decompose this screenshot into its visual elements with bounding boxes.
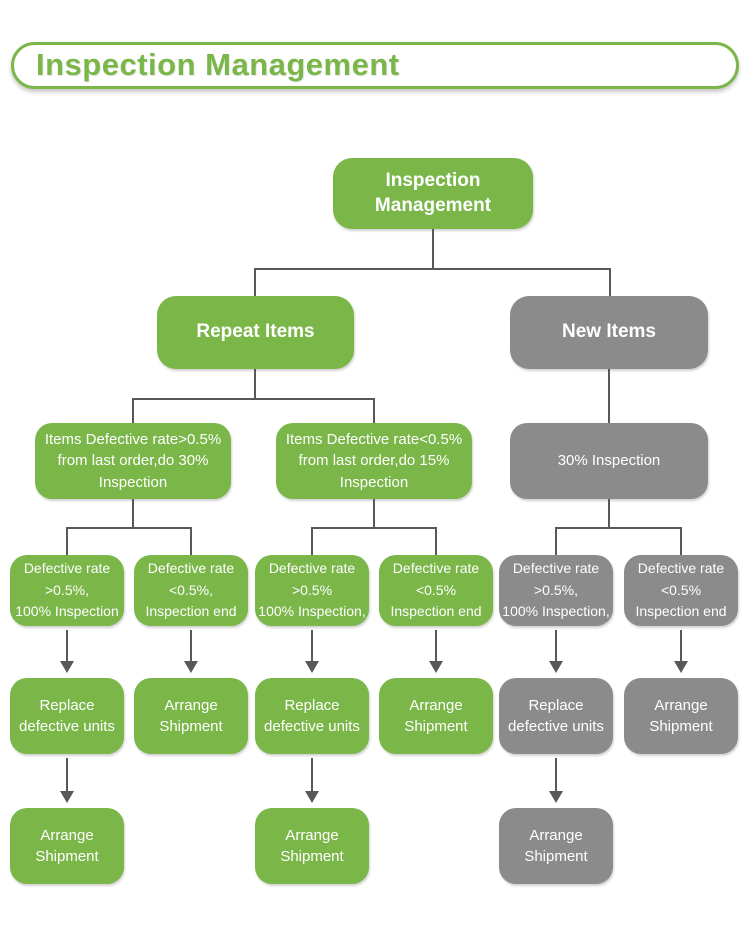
connector-line bbox=[132, 398, 134, 423]
arrow-line bbox=[680, 630, 682, 662]
node-defect-lt-inspection-end-1: Defective rate <0.5%, Inspection end bbox=[134, 555, 248, 626]
node-replace-defective-units-2: Replace defective units bbox=[255, 678, 369, 754]
node-repeat-low-defect-15-inspection: Items Defective rate<0.5% from last orde… bbox=[276, 423, 472, 499]
connector-line bbox=[435, 527, 437, 555]
arrow-head-icon bbox=[549, 661, 563, 673]
node-arrange-shipment-2: Arrange Shipment bbox=[379, 678, 493, 754]
arrow-head-icon bbox=[429, 661, 443, 673]
node-defect-gt-100-inspection-3: Defective rate >0.5%, 100% Inspection, bbox=[499, 555, 613, 626]
arrow-head-icon bbox=[184, 661, 198, 673]
arrow-line bbox=[435, 630, 437, 662]
arrow-line bbox=[190, 630, 192, 662]
arrow-head-icon bbox=[305, 661, 319, 673]
connector-line bbox=[680, 527, 682, 555]
arrow-line bbox=[311, 630, 313, 662]
node-defect-lt-inspection-end-2: Defective rate <0.5% Inspection end bbox=[379, 555, 493, 626]
arrow-line bbox=[66, 758, 68, 792]
connector-line bbox=[373, 499, 375, 527]
connector-line bbox=[254, 369, 256, 398]
arrow-head-icon bbox=[305, 791, 319, 803]
node-inspection-management: Inspection Management bbox=[333, 158, 533, 229]
connector-line bbox=[555, 527, 681, 529]
arrow-line bbox=[555, 758, 557, 792]
connector-line bbox=[66, 527, 68, 555]
node-repeat-items: Repeat Items bbox=[157, 296, 354, 369]
connector-line bbox=[608, 369, 610, 423]
header-banner bbox=[11, 42, 739, 89]
arrow-line bbox=[555, 630, 557, 662]
connector-line bbox=[254, 268, 611, 270]
node-defect-lt-inspection-end-3: Defective rate <0.5% Inspection end bbox=[624, 555, 738, 626]
connector-line bbox=[373, 398, 375, 423]
node-replace-defective-units-3: Replace defective units bbox=[499, 678, 613, 754]
page-title: Inspection Management bbox=[36, 47, 400, 82]
connector-line bbox=[132, 499, 134, 527]
connector-line bbox=[254, 268, 256, 296]
connector-line bbox=[132, 398, 375, 400]
connector-line bbox=[555, 527, 557, 555]
node-arrange-shipment-1: Arrange Shipment bbox=[134, 678, 248, 754]
node-arrange-shipment-3: Arrange Shipment bbox=[624, 678, 738, 754]
arrow-line bbox=[66, 630, 68, 662]
connector-line bbox=[609, 268, 611, 296]
connector-line bbox=[432, 229, 434, 268]
node-repeat-high-defect-30-inspection: Items Defective rate>0.5% from last orde… bbox=[35, 423, 231, 499]
arrow-head-icon bbox=[60, 791, 74, 803]
node-new-items: New Items bbox=[510, 296, 708, 369]
arrow-head-icon bbox=[549, 791, 563, 803]
node-arrange-shipment-final-3: Arrange Shipment bbox=[499, 808, 613, 884]
node-defect-gt-100-inspection-2: Defective rate >0.5% 100% Inspection, bbox=[255, 555, 369, 626]
node-new-30-inspection: 30% Inspection bbox=[510, 423, 708, 499]
connector-line bbox=[608, 499, 610, 527]
arrow-head-icon bbox=[674, 661, 688, 673]
arrow-line bbox=[311, 758, 313, 792]
node-arrange-shipment-final-2: Arrange Shipment bbox=[255, 808, 369, 884]
connector-line bbox=[311, 527, 437, 529]
node-defect-gt-100-inspection-1: Defective rate >0.5%, 100% Inspection bbox=[10, 555, 124, 626]
connector-line bbox=[190, 527, 192, 555]
connector-line bbox=[311, 527, 313, 555]
arrow-head-icon bbox=[60, 661, 74, 673]
node-arrange-shipment-final-1: Arrange Shipment bbox=[10, 808, 124, 884]
connector-line bbox=[66, 527, 192, 529]
node-replace-defective-units-1: Replace defective units bbox=[10, 678, 124, 754]
